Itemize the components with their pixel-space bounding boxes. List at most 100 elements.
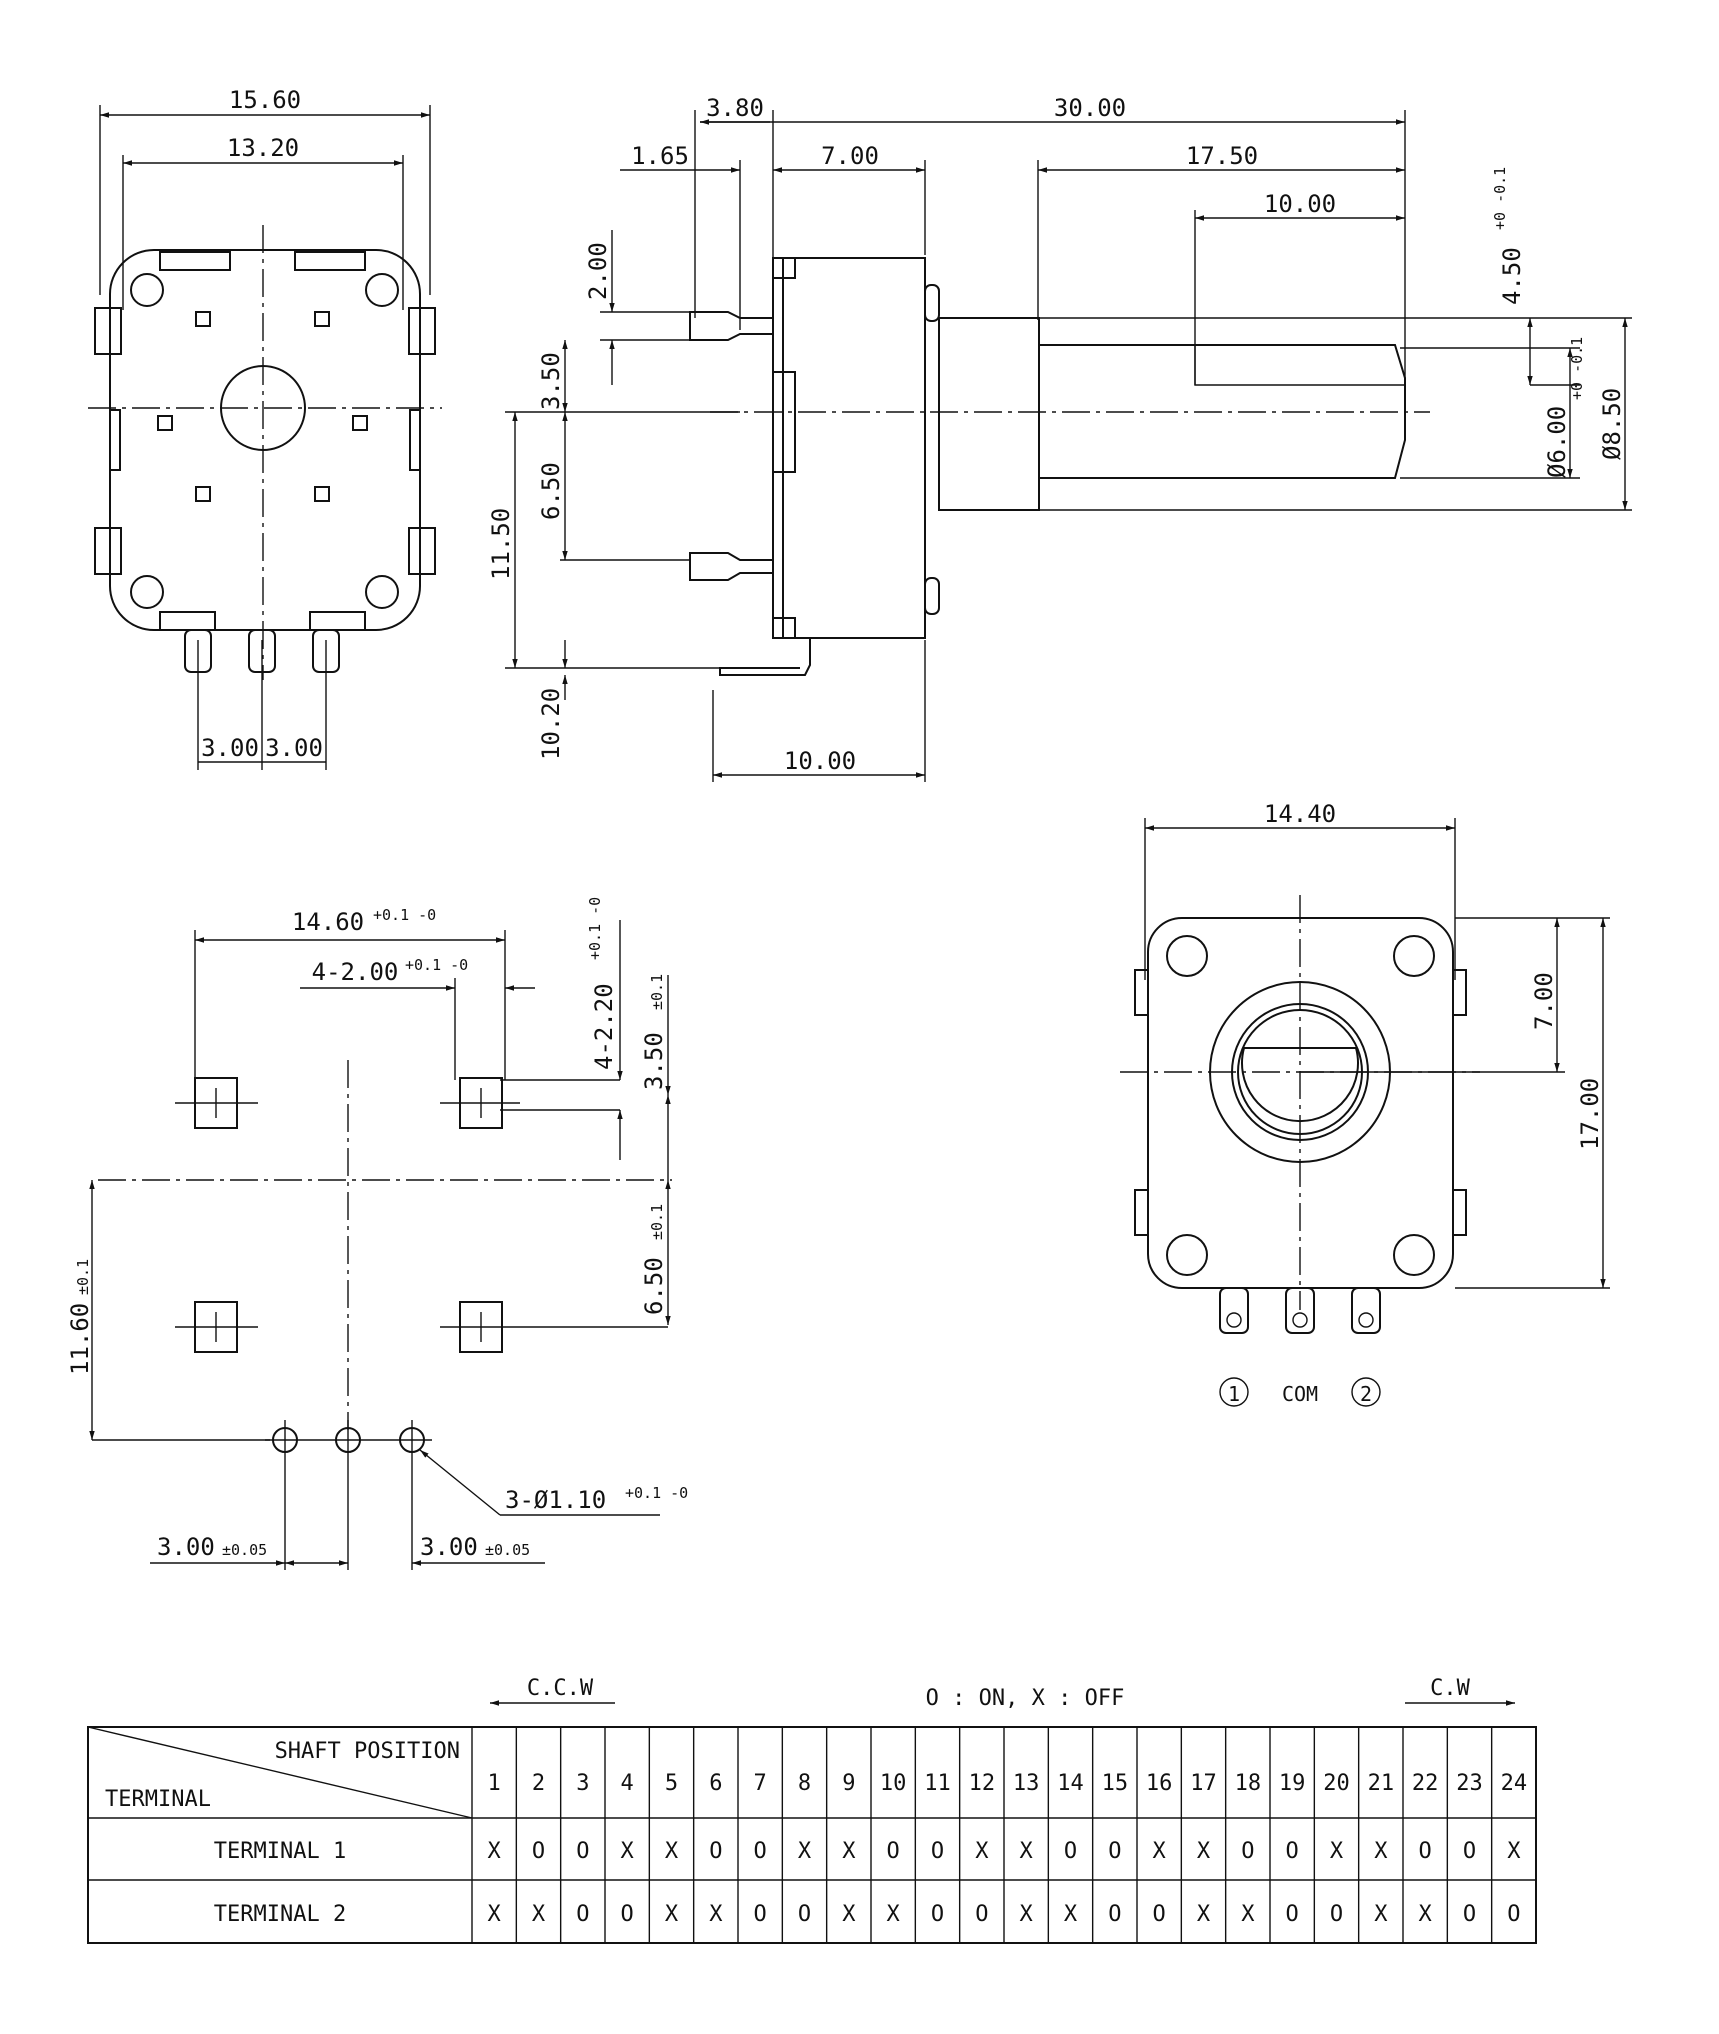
terminal-1-label: 1 xyxy=(1228,1382,1240,1406)
table-cell-terminal-2: X xyxy=(842,1902,856,1927)
legend: O : ON, X : OFF xyxy=(926,1686,1125,1711)
table-cell-terminal-1: X xyxy=(665,1839,679,1864)
shaft-position-header: 21 xyxy=(1368,1771,1395,1796)
dim-flat-tol: +0 -0.1 xyxy=(1491,167,1509,230)
table-cell-terminal-1: X xyxy=(842,1839,856,1864)
dim-pin-pitch: 3.00 xyxy=(265,734,323,762)
table-cell-terminal-2: X xyxy=(1419,1902,1433,1927)
dim-pcb-pad-tol: +0.1 -0 xyxy=(405,956,468,974)
shaft-position-header: 17 xyxy=(1190,1771,1217,1796)
shaft-position-header: 12 xyxy=(969,1771,996,1796)
dim-body-dia: Ø8.50 xyxy=(1598,388,1626,460)
mount-hole xyxy=(130,575,164,609)
table-cell-terminal-1: X xyxy=(1507,1839,1521,1864)
shaft-position-header: 24 xyxy=(1501,1771,1528,1796)
table-cell-terminal-2: X xyxy=(488,1902,502,1927)
switch-table: C.C.W O : ON, X : OFF C.W SHAFT POSITION… xyxy=(87,1676,1537,1944)
pin xyxy=(1351,1287,1381,1334)
dim-top-width-inner: 13.20 xyxy=(227,134,299,162)
shaft-position-header: 20 xyxy=(1323,1771,1350,1796)
shaft-position-header: 5 xyxy=(665,1771,678,1796)
shaft-position-header: 11 xyxy=(924,1771,951,1796)
terminal-1-marker xyxy=(1219,1377,1249,1407)
shaft-position-header: 4 xyxy=(621,1771,634,1796)
dim-shaft-dia: Ø6.00 xyxy=(1543,406,1571,478)
table-cell-terminal-2: X xyxy=(1020,1902,1034,1927)
dim-pcb-hole-pitch-tol: ±0.05 xyxy=(222,1541,267,1559)
body-outline xyxy=(109,249,421,631)
table-cell-terminal-1: X xyxy=(1374,1839,1388,1864)
shaft-position-header: 16 xyxy=(1146,1771,1173,1796)
dim-front-v1: 7.00 xyxy=(1530,972,1558,1030)
table-cell-terminal-2: X xyxy=(709,1902,723,1927)
table-cell-terminal-1: O xyxy=(887,1839,900,1864)
dim-side-b: 30.00 xyxy=(1054,94,1126,122)
table-cell-terminal-2: X xyxy=(665,1902,679,1927)
shaft-position-header: 19 xyxy=(1279,1771,1306,1796)
table-cell-terminal-2: X xyxy=(1064,1902,1078,1927)
dim-side-i: 6.50 xyxy=(537,462,565,520)
table-cell-terminal-2: O xyxy=(1286,1902,1299,1927)
table-cell-terminal-2: O xyxy=(975,1902,988,1927)
terminal-2-label: 2 xyxy=(1360,1382,1372,1406)
table-cell-terminal-2: O xyxy=(576,1902,589,1927)
shaft-position-header: 9 xyxy=(842,1771,855,1796)
dim-side-j: 11.50 xyxy=(487,508,515,580)
table-cell-terminal-1: O xyxy=(532,1839,545,1864)
dim-pcb-pitch-tol: +0.1 -0 xyxy=(373,906,436,924)
dim-side-l: 10.20 xyxy=(537,688,565,760)
top-view: 15.60 13.20 3.00 xyxy=(88,86,442,770)
row-label-terminal-2: TERMINAL 2 xyxy=(214,1902,346,1927)
table-cell-terminal-1: O xyxy=(709,1839,722,1864)
ccw-label: C.C.W xyxy=(527,1676,594,1701)
dim-front-width: 14.40 xyxy=(1264,800,1336,828)
header-shaft-position: SHAFT POSITION xyxy=(275,1739,460,1764)
shaft xyxy=(1039,344,1406,479)
front-view: 14.40 1 COM 2 7.00 17.00 xyxy=(1120,800,1610,1407)
table-cell-terminal-1: O xyxy=(1064,1839,1077,1864)
mount-hole xyxy=(365,575,399,609)
table-cell-terminal-2: X xyxy=(532,1902,546,1927)
table-cell-terminal-2: O xyxy=(1507,1902,1520,1927)
shaft-position-header: 22 xyxy=(1412,1771,1439,1796)
table-cell-terminal-1: O xyxy=(576,1839,589,1864)
row-label-terminal-1: TERMINAL 1 xyxy=(214,1839,346,1864)
table-cell-terminal-2: X xyxy=(1197,1902,1211,1927)
shaft-position-header: 3 xyxy=(576,1771,589,1796)
table-cell-terminal-1: O xyxy=(1241,1839,1254,1864)
table-cell-terminal-1: X xyxy=(621,1839,635,1864)
dim-side-c: 1.65 xyxy=(631,142,689,170)
mount-hole xyxy=(1166,935,1208,977)
dim-pcb-v2-tol: ±0.1 xyxy=(648,1204,666,1240)
dim-pcb-pad: 4-2.00 xyxy=(312,958,399,986)
table-cell-terminal-2: O xyxy=(1330,1902,1343,1927)
terminal-2-marker xyxy=(1351,1377,1381,1407)
table-cell-terminal-2: O xyxy=(1108,1902,1121,1927)
dim-pcb-hole-pitch: 3.00 xyxy=(420,1533,478,1561)
dim-side-a: 3.80 xyxy=(706,94,764,122)
table-cell-terminal-1: X xyxy=(975,1839,989,1864)
dim-side-h: 3.50 xyxy=(537,352,565,410)
dim-side-f: 10.00 xyxy=(1264,190,1336,218)
table-cell-terminal-1: X xyxy=(1020,1839,1034,1864)
dim-pin-pitch: 3.00 xyxy=(201,734,259,762)
table-cell-terminal-1: O xyxy=(1419,1839,1432,1864)
shaft-position-header: 2 xyxy=(532,1771,545,1796)
dim-pcb-v2: 6.50 xyxy=(640,1257,668,1315)
pin xyxy=(1219,1287,1249,1334)
shaft-position-header: 14 xyxy=(1057,1771,1084,1796)
side-view: 3.80 30.00 1.65 7.00 17.50 10.00 xyxy=(487,94,1632,782)
table-cell-terminal-1: O xyxy=(754,1839,767,1864)
shaft-position-header: 23 xyxy=(1456,1771,1483,1796)
dim-pcb-pitch: 14.60 xyxy=(292,908,364,936)
mount-hole xyxy=(1393,935,1435,977)
header-terminal: TERMINAL xyxy=(105,1787,211,1812)
mount-hole xyxy=(1166,1234,1208,1276)
shaft-position-header: 1 xyxy=(488,1771,501,1796)
table-cell-terminal-1: X xyxy=(1153,1839,1167,1864)
table-cell-terminal-2: O xyxy=(931,1902,944,1927)
dim-side-g: 2.00 xyxy=(584,242,612,300)
pcb-layout: 14.60 +0.1 -0 4-2.00 +0.1 -0 4-2.20 +0.1… xyxy=(66,897,688,1570)
dim-flat: 4.50 xyxy=(1498,247,1526,305)
table-cell-terminal-1: X xyxy=(798,1839,812,1864)
